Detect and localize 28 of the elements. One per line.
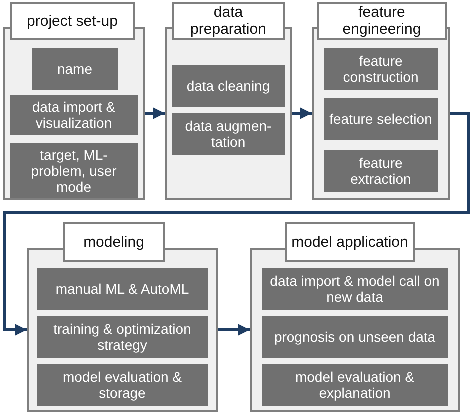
stage-panel xyxy=(165,2,292,200)
task-box: training & optimization strategy xyxy=(37,316,208,358)
task-box: feature extraction xyxy=(324,150,438,192)
task-box: model evaluation & storage xyxy=(37,364,208,406)
task-box: feature construction xyxy=(324,48,438,90)
task-box: data augmen- tation xyxy=(172,113,285,155)
task-box: target, ML-problem, user mode xyxy=(10,143,138,198)
arrow xyxy=(218,324,250,336)
task-box: model evaluation & explanation xyxy=(262,364,448,406)
stage-panel xyxy=(3,2,145,200)
task-box: data cleaning xyxy=(172,65,285,107)
arrow xyxy=(292,108,312,120)
stage-heading: feature engineering xyxy=(317,2,447,40)
stage-heading: data preparation xyxy=(172,2,285,40)
task-box: name xyxy=(32,48,118,90)
task-box: data import & visualization xyxy=(10,95,138,135)
task-box: manual ML & AutoML xyxy=(37,268,208,310)
stage-heading: modeling xyxy=(63,222,165,262)
task-box: prognosis on unseen data xyxy=(262,316,448,358)
stage-panel xyxy=(250,222,460,412)
arrow xyxy=(145,108,165,120)
stage-heading: model application xyxy=(285,222,415,262)
stage-panel xyxy=(27,222,218,412)
stage-panel xyxy=(312,2,450,200)
task-box: feature selection xyxy=(324,98,438,140)
task-box: data import & model call on new data xyxy=(262,268,448,310)
arrow xyxy=(4,112,470,336)
stage-heading: project set-up xyxy=(10,2,135,40)
